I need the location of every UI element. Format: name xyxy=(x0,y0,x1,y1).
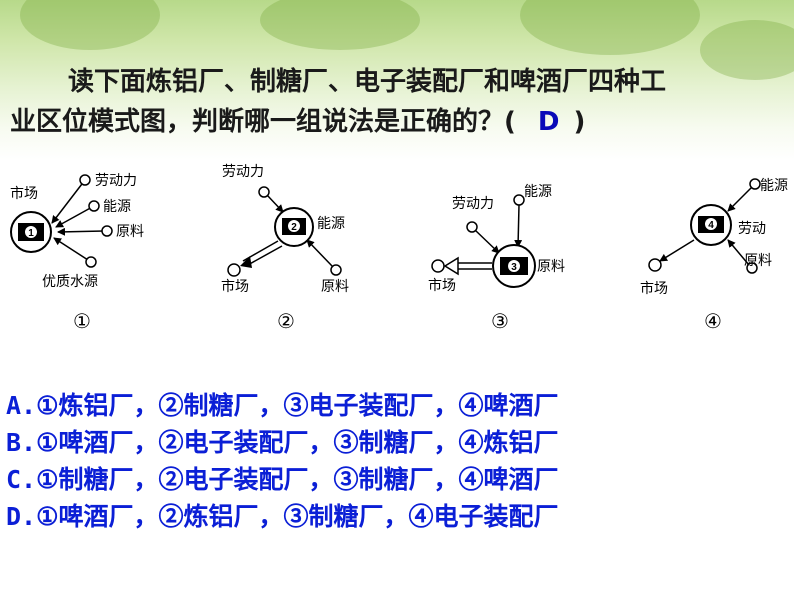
diagram-3-labor-label: 劳动力 xyxy=(452,195,494,211)
diagram-1-caption: ① xyxy=(73,311,91,333)
leaf-decoration xyxy=(20,0,160,50)
diagram-2-raw-label: 原料 xyxy=(321,278,349,294)
question-line-2-suffix: ) xyxy=(573,107,586,137)
diagram-2-caption: ② xyxy=(277,311,295,333)
diagram-4-labor-label: 劳动 xyxy=(738,220,766,236)
question-line-2: 业区位模式图，判断哪一组说法是正确的？( D) xyxy=(10,107,585,137)
diagram-3-market-label: 市场 xyxy=(428,277,456,293)
leaf-decoration xyxy=(700,20,794,80)
diagram-2-energy-label: 能源 xyxy=(317,215,345,231)
option-c[interactable]: C.①制糖厂，②电子装配厂，③制糖厂，④啤酒厂 xyxy=(6,465,559,494)
diagram-1-market-label: 市场 xyxy=(10,185,38,201)
leaf-decoration xyxy=(520,0,700,55)
diagram-3-number: 3 xyxy=(511,262,517,273)
industry-location-diagram: 1 市场 劳动力 能源 原料 优质水源 ① 2 劳动力 能源 市场 原料 ② xyxy=(10,163,788,333)
diagram-1-energy-label: 能源 xyxy=(103,198,131,214)
diagram-1: 1 市场 劳动力 能源 原料 优质水源 ① xyxy=(10,172,144,333)
option-b[interactable]: B.①啤酒厂，②电子装配厂，③制糖厂，④炼铝厂 xyxy=(6,428,559,457)
leaf-decoration xyxy=(260,0,420,50)
diagram-1-water-label: 优质水源 xyxy=(42,273,98,289)
option-d[interactable]: D.①啤酒厂，②炼铝厂，③制糖厂，④电子装配厂 xyxy=(6,502,559,531)
diagram-3: 3 劳动力 能源 原料 市场 ③ xyxy=(428,183,565,333)
diagram-3-energy-label: 能源 xyxy=(524,183,552,199)
diagram-2: 2 劳动力 能源 市场 原料 ② xyxy=(221,163,349,333)
diagram-1-number: 1 xyxy=(28,228,34,239)
diagram-4: 4 能源 劳动 原料 市场 ④ xyxy=(640,177,788,333)
question-line-2-prefix: 业区位模式图，判断哪一组说法是正确的？( xyxy=(10,107,516,137)
diagram-4-market-label: 市场 xyxy=(640,280,668,296)
diagram-4-caption: ④ xyxy=(704,311,722,333)
diagram-3-raw-label: 原料 xyxy=(537,258,565,274)
question-text: 读下面炼铝厂、制糖厂、电子装配厂和啤酒厂四种工 业区位模式图，判断哪一组说法是正… xyxy=(10,62,786,142)
diagram-1-raw-label: 原料 xyxy=(116,223,144,239)
diagram-2-number: 2 xyxy=(291,222,297,233)
answer-letter: D xyxy=(537,107,560,137)
answer-options: A.①炼铝厂，②制糖厂，③电子装配厂，④啤酒厂 B.①啤酒厂，②电子装配厂，③制… xyxy=(6,387,559,535)
diagram-3-caption: ③ xyxy=(491,311,509,333)
question-line-1: 读下面炼铝厂、制糖厂、电子装配厂和啤酒厂四种工 xyxy=(68,67,667,97)
diagram-4-raw-label: 原料 xyxy=(744,252,772,268)
diagram-1-labor-label: 劳动力 xyxy=(95,172,137,188)
leafy-header-background xyxy=(0,0,794,160)
diagram-2-labor-label: 劳动力 xyxy=(222,163,264,179)
diagram-2-market-label: 市场 xyxy=(221,278,249,294)
diagram-4-energy-label: 能源 xyxy=(760,177,788,193)
diagram-4-number: 4 xyxy=(708,220,714,231)
option-a[interactable]: A.①炼铝厂，②制糖厂，③电子装配厂，④啤酒厂 xyxy=(6,391,559,420)
